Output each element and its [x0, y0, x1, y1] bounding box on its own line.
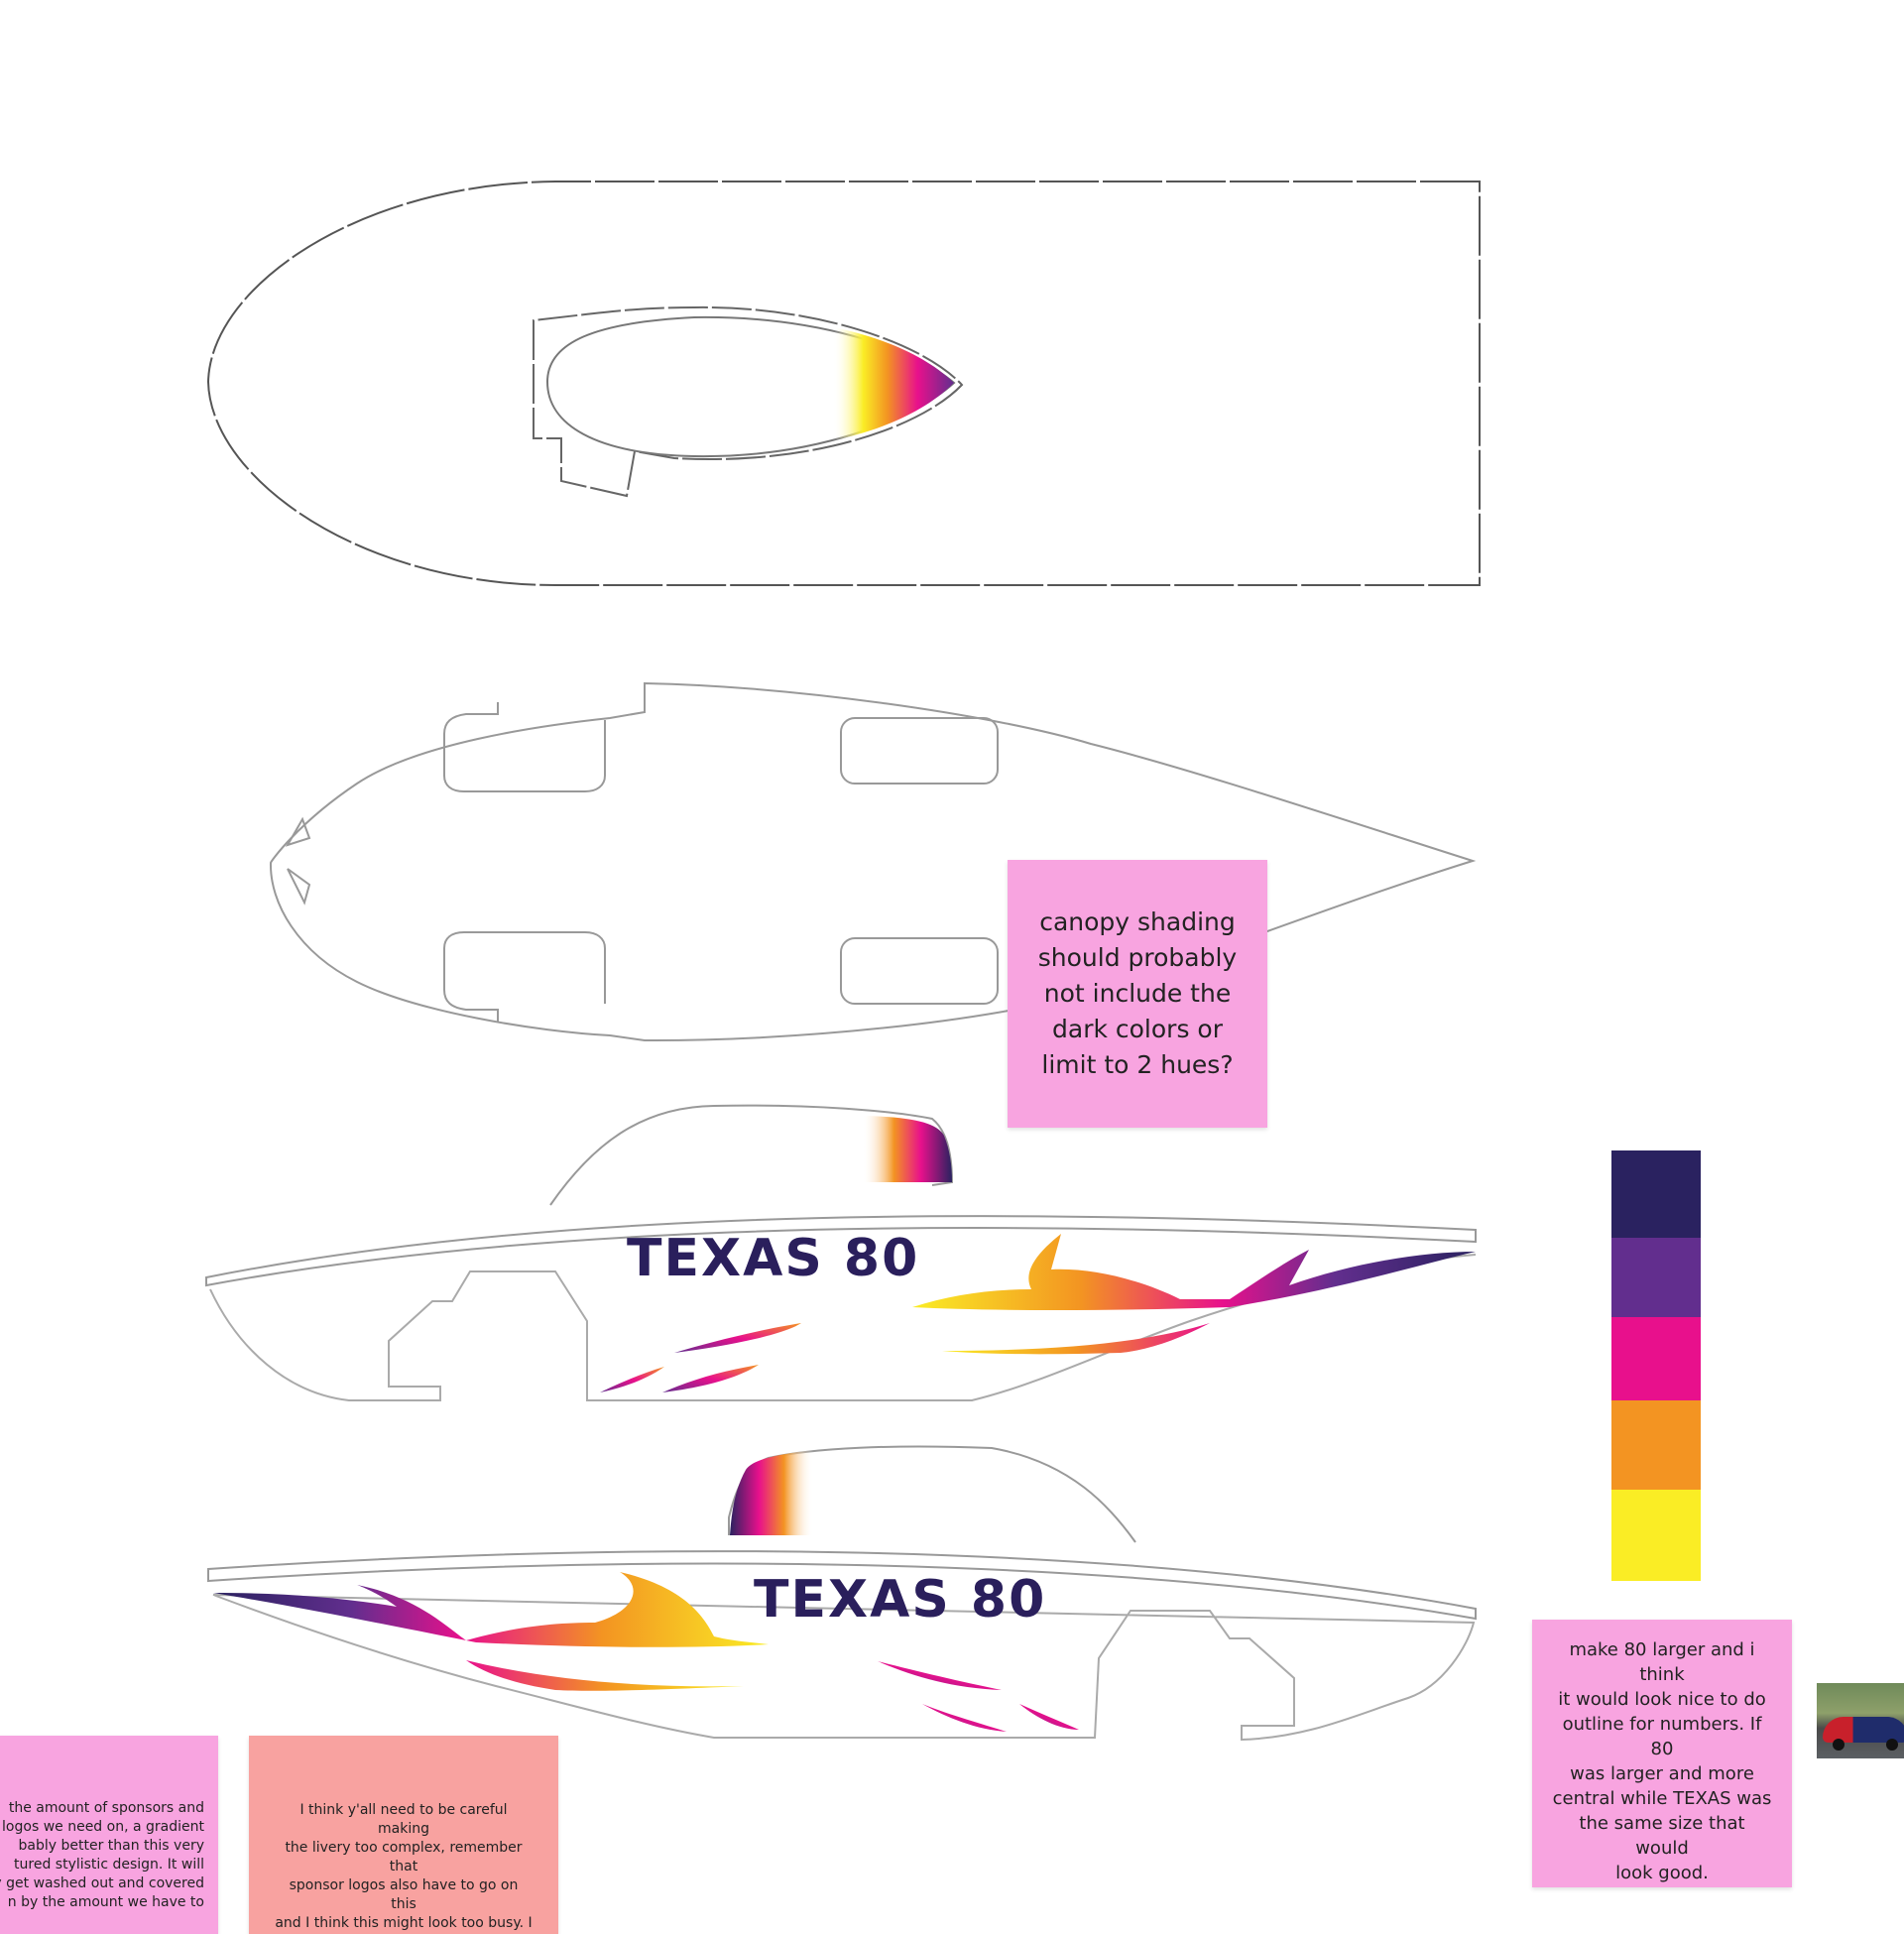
- palette-swatch[interactable]: [1611, 1238, 1701, 1317]
- palette-swatch[interactable]: [1611, 1150, 1701, 1238]
- sticky-note-text: make 80 larger and i think it would look…: [1552, 1639, 1772, 1883]
- side-view-right: TEXAS 80: [205, 1104, 1477, 1401]
- livery-text-right: TEXAS 80: [627, 1229, 919, 1288]
- car-body-shape: [1823, 1717, 1904, 1743]
- wheel-shape: [1833, 1739, 1844, 1751]
- sticky-note-kayla[interactable]: make 80 larger and i think it would look…: [1532, 1620, 1792, 1887]
- sticky-note-text: I think y'all need to be careful making …: [275, 1802, 533, 1931]
- top-view-outline: [206, 181, 1481, 586]
- top-view-canopy: [545, 315, 956, 458]
- car-photo-icon[interactable]: [1817, 1683, 1904, 1758]
- sticky-note-text: the amount of sponsors and n logos we ne…: [0, 1800, 204, 1910]
- side-view-left: TEXAS 80: [207, 1445, 1477, 1742]
- sticky-note-gradient[interactable]: the amount of sponsors and n logos we ne…: [0, 1736, 218, 1934]
- sticky-note-complex[interactable]: I think y'all need to be careful making …: [249, 1736, 558, 1934]
- palette-swatch[interactable]: [1611, 1317, 1701, 1400]
- sticky-note-canopy[interactable]: canopy shading should probably not inclu…: [1008, 860, 1267, 1128]
- bottom-view-outline: [269, 681, 1477, 1042]
- sticky-note-text: canopy shading should probably not inclu…: [1037, 907, 1238, 1079]
- palette-swatch[interactable]: [1611, 1490, 1701, 1581]
- wheel-shape: [1886, 1739, 1898, 1751]
- palette-swatch[interactable]: [1611, 1400, 1701, 1490]
- livery-text-left: TEXAS 80: [754, 1570, 1046, 1630]
